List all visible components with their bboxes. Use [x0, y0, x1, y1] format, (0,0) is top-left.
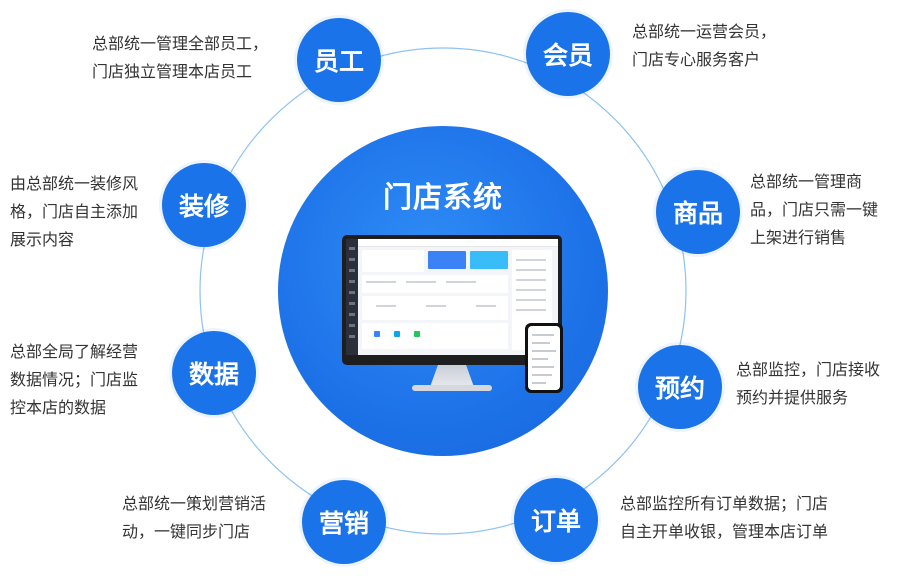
mobile-phone-icon [525, 323, 563, 393]
node-staff: 员工 [297, 18, 381, 102]
node-decor: 装修 [162, 163, 246, 247]
node-product: 商品 [656, 170, 740, 254]
desc-product: 总部统一管理商品，门店只需一键上架进行销售 [750, 172, 879, 247]
node-member: 会员 [526, 12, 610, 96]
node-booking: 预约 [638, 345, 722, 429]
desc-marketing: 总部统一策划营销活动，一键同步门店 [122, 494, 267, 541]
desc-staff: 总部统一管理全部员工，门店独立管理本店员工 [92, 34, 269, 81]
desc-data: 总部全局了解经营数据情况；门店监控本店的数据 [10, 342, 139, 417]
desc-order: 总部监控所有订单数据；门店自主开单收银，管理本店订单 [620, 494, 829, 541]
desktop-monitor-icon [342, 235, 562, 400]
desc-booking: 总部监控，门店接收预约并提供服务 [736, 360, 881, 407]
node-data: 数据 [172, 331, 256, 415]
desc-member: 总部统一运营会员，门店专心服务客户 [632, 22, 777, 69]
desc-decor: 由总部统一装修风格，门店自主添加展示内容 [10, 174, 139, 249]
center-title: 门店系统 [382, 180, 503, 214]
node-marketing: 营销 [302, 480, 386, 564]
node-order: 订单 [514, 478, 598, 562]
